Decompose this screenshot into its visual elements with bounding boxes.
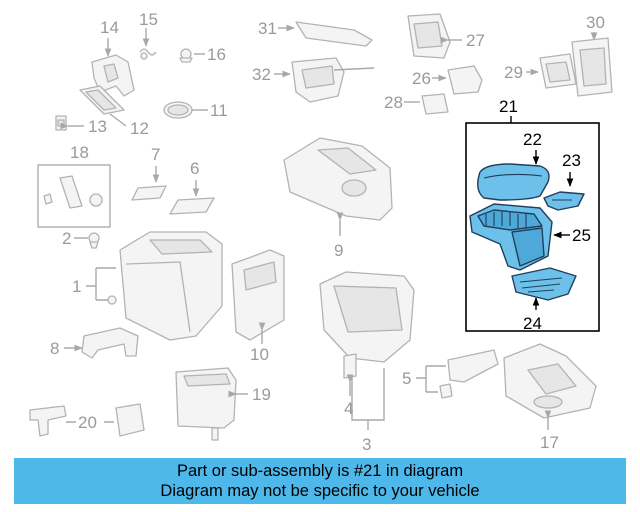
part-3-frame — [319, 271, 415, 363]
callout-10: 10 — [250, 345, 269, 364]
callout-2: 2 — [62, 229, 71, 248]
callout-4: 4 — [344, 399, 353, 418]
part-25-armrest-base[interactable] — [469, 203, 553, 271]
callout-9: 9 — [334, 241, 343, 260]
part-14-bracket — [91, 54, 135, 97]
part-31-lid — [295, 21, 373, 47]
part-32-mechanism — [291, 57, 375, 103]
banner-line-1: Part or sub-assembly is #21 in diagram — [176, 462, 464, 480]
callout-30: 30 — [586, 13, 605, 32]
callout-15: 15 — [139, 10, 158, 29]
part-29-trim — [539, 53, 577, 89]
leader-3 — [351, 368, 385, 421]
callout-5: 5 — [402, 369, 411, 388]
part-9-console-body — [283, 137, 393, 221]
callout-24: 24 — [523, 314, 542, 333]
callout-27: 27 — [466, 31, 485, 50]
part-1-console-base — [107, 231, 223, 341]
part-15-clip — [139, 48, 157, 60]
part-30-cover — [571, 37, 613, 97]
leader-12 — [109, 113, 127, 127]
callout-22: 22 — [523, 130, 542, 149]
callout-17: 17 — [540, 433, 559, 452]
part-8-trim — [81, 327, 139, 359]
callout-18: 18 — [70, 143, 89, 162]
callout-19: 19 — [252, 385, 271, 404]
callout-8: 8 — [50, 339, 59, 358]
part-26-lock — [447, 65, 483, 95]
callout-25: 25 — [572, 226, 591, 245]
part-7-pad — [131, 185, 167, 201]
callout-28: 28 — [384, 93, 403, 112]
info-banner: Part or sub-assembly is #21 in diagram D… — [14, 458, 626, 504]
part-23-hinge[interactable] — [543, 191, 585, 211]
callout-23: 23 — [562, 151, 581, 170]
part-27-panel — [407, 13, 451, 59]
leader-5 — [416, 365, 446, 393]
callout-6: 6 — [190, 159, 199, 178]
banner-line-2: Diagram may not be specific to your vehi… — [160, 482, 480, 500]
part-24-tray[interactable] — [511, 267, 577, 301]
part-18-kit — [37, 164, 111, 228]
part-19-bin — [175, 367, 237, 441]
callout-31: 31 — [258, 19, 277, 38]
part-11-ring — [163, 101, 193, 119]
part-4-bracket — [343, 353, 357, 379]
callout-1: 1 — [72, 277, 81, 296]
part-20-brackets — [29, 403, 145, 437]
part-28-clip — [421, 93, 449, 115]
callout-21: 21 — [499, 97, 518, 116]
callout-16: 16 — [207, 45, 226, 64]
part-6-pad — [169, 197, 215, 215]
leader-1 — [86, 267, 116, 301]
callout-3: 3 — [362, 435, 371, 454]
callout-20: 20 — [78, 413, 97, 432]
part-12-pad — [79, 85, 125, 115]
part-22-armrest-lid[interactable] — [477, 163, 550, 201]
callout-13: 13 — [88, 117, 107, 136]
callout-14: 14 — [100, 18, 119, 37]
part-13-clip — [55, 115, 67, 131]
part-16-screw — [179, 48, 193, 63]
part-2-pin — [88, 232, 100, 249]
callout-26: 26 — [412, 69, 431, 88]
part-5-brackets — [439, 349, 499, 399]
callout-11: 11 — [210, 101, 228, 120]
part-10-panel — [231, 249, 285, 341]
part-17-rear-panel — [503, 343, 597, 419]
callout-29: 29 — [504, 63, 523, 82]
callout-7: 7 — [151, 145, 160, 164]
callout-12: 12 — [130, 119, 149, 138]
callout-32: 32 — [252, 65, 271, 84]
